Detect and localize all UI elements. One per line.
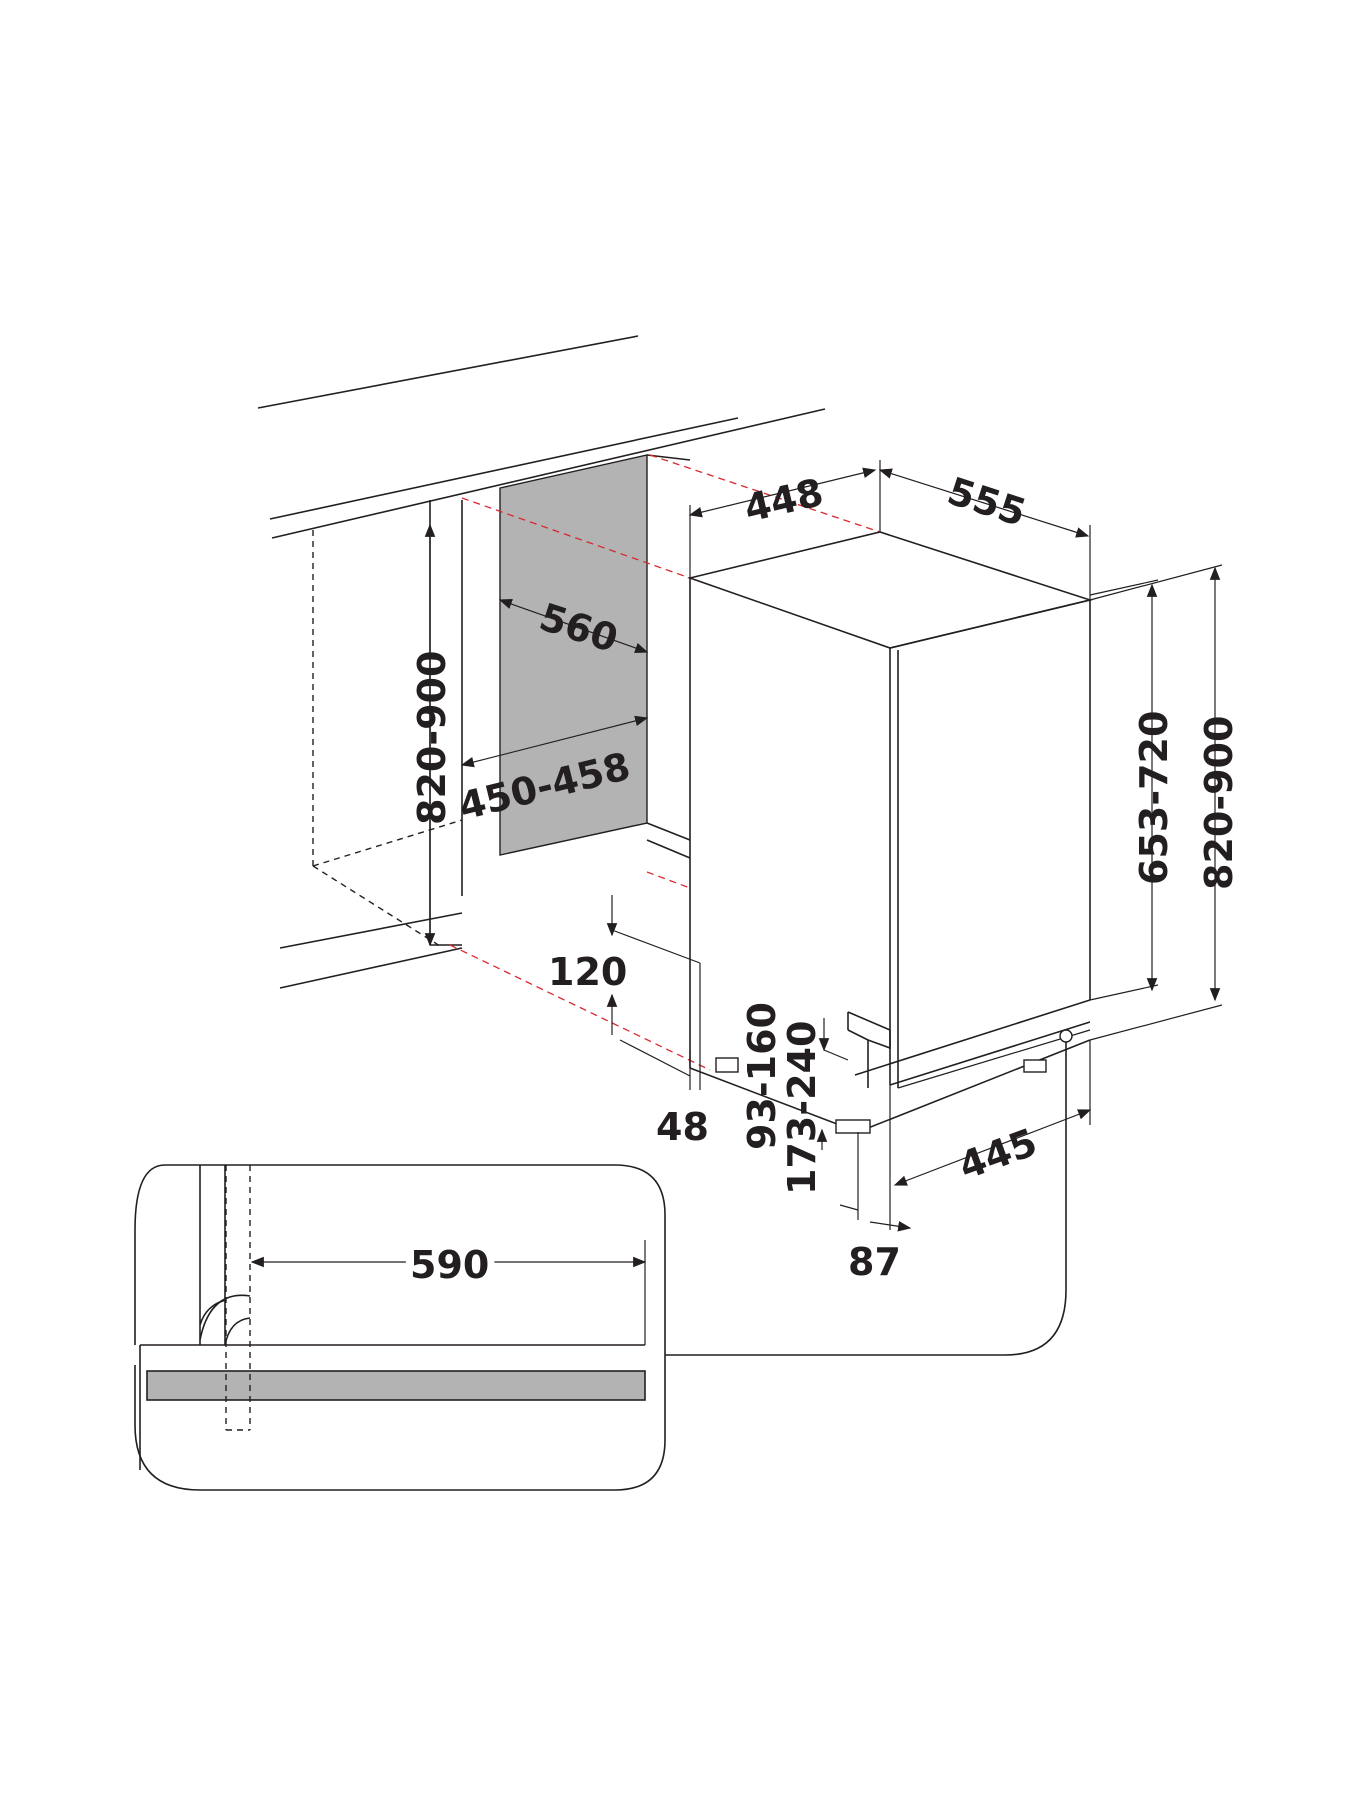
appliance-door <box>847 599 1091 1089</box>
label-plinth-height: 120 <box>548 950 627 994</box>
label-top-width: 448 <box>740 470 827 531</box>
label-niche-height: 820-900 <box>410 651 454 825</box>
label-foot-height-b: 173-240 <box>780 1021 824 1195</box>
label-foot-height-a: 93-160 <box>740 1002 784 1150</box>
worktop-lines <box>257 335 826 539</box>
label-door-height: 653-720 <box>1132 711 1176 885</box>
dimension-lines <box>424 460 1223 1232</box>
label-detail-length: 590 <box>410 1243 489 1287</box>
label-door-offset: 87 <box>848 1240 901 1284</box>
adjustable-feet <box>715 1029 1073 1134</box>
side-wall-lines <box>646 454 691 859</box>
label-plinth-offset: 48 <box>656 1105 709 1149</box>
detail-inset: 590 <box>134 1042 1067 1491</box>
label-appliance-height: 820-900 <box>1197 716 1241 890</box>
label-top-depth: 555 <box>942 469 1031 535</box>
label-base-depth: 445 <box>953 1120 1043 1188</box>
